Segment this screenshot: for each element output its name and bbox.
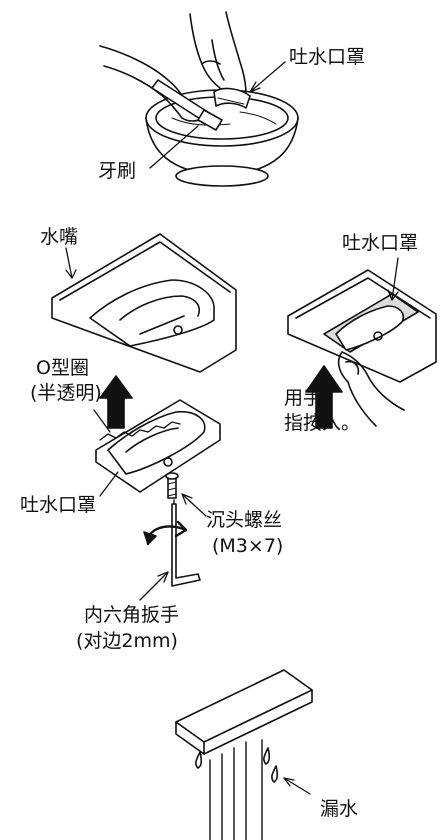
label-screw-line2: (M3×7) [212,535,284,557]
press-arrow [305,365,343,429]
label-wrench-line1: 内六角扳手 [84,604,180,626]
spout-leak-view [175,669,313,840]
spout-body [51,233,237,373]
label-oring-line2: (半透明) [30,382,102,404]
label-cover-wash: 吐水口罩 [289,46,366,68]
label-toothbrush: 牙刷 [98,160,137,182]
label-press-line1: 用手 [284,387,323,409]
label-leak: 漏水 [320,798,359,820]
label-press-line2: 指按入。 [284,412,361,434]
water-drops [195,747,279,783]
label-cover-install: 吐水口罩 [20,494,97,516]
pressing-hand [337,351,405,427]
label-wrench-line2: (对边2mm) [76,630,178,652]
label-spout: 水嘴 [40,226,79,248]
spout-cover [95,399,221,493]
label-oring-line1: O型圈 [36,357,89,379]
label-screw-line1: 沉头螺丝 [206,509,283,531]
push-up-arrow [99,375,133,429]
spout-with-cover [287,269,437,383]
washing-hands [99,11,251,131]
hex-wrench [143,503,201,587]
label-cover-press: 吐水口罩 [342,232,419,254]
